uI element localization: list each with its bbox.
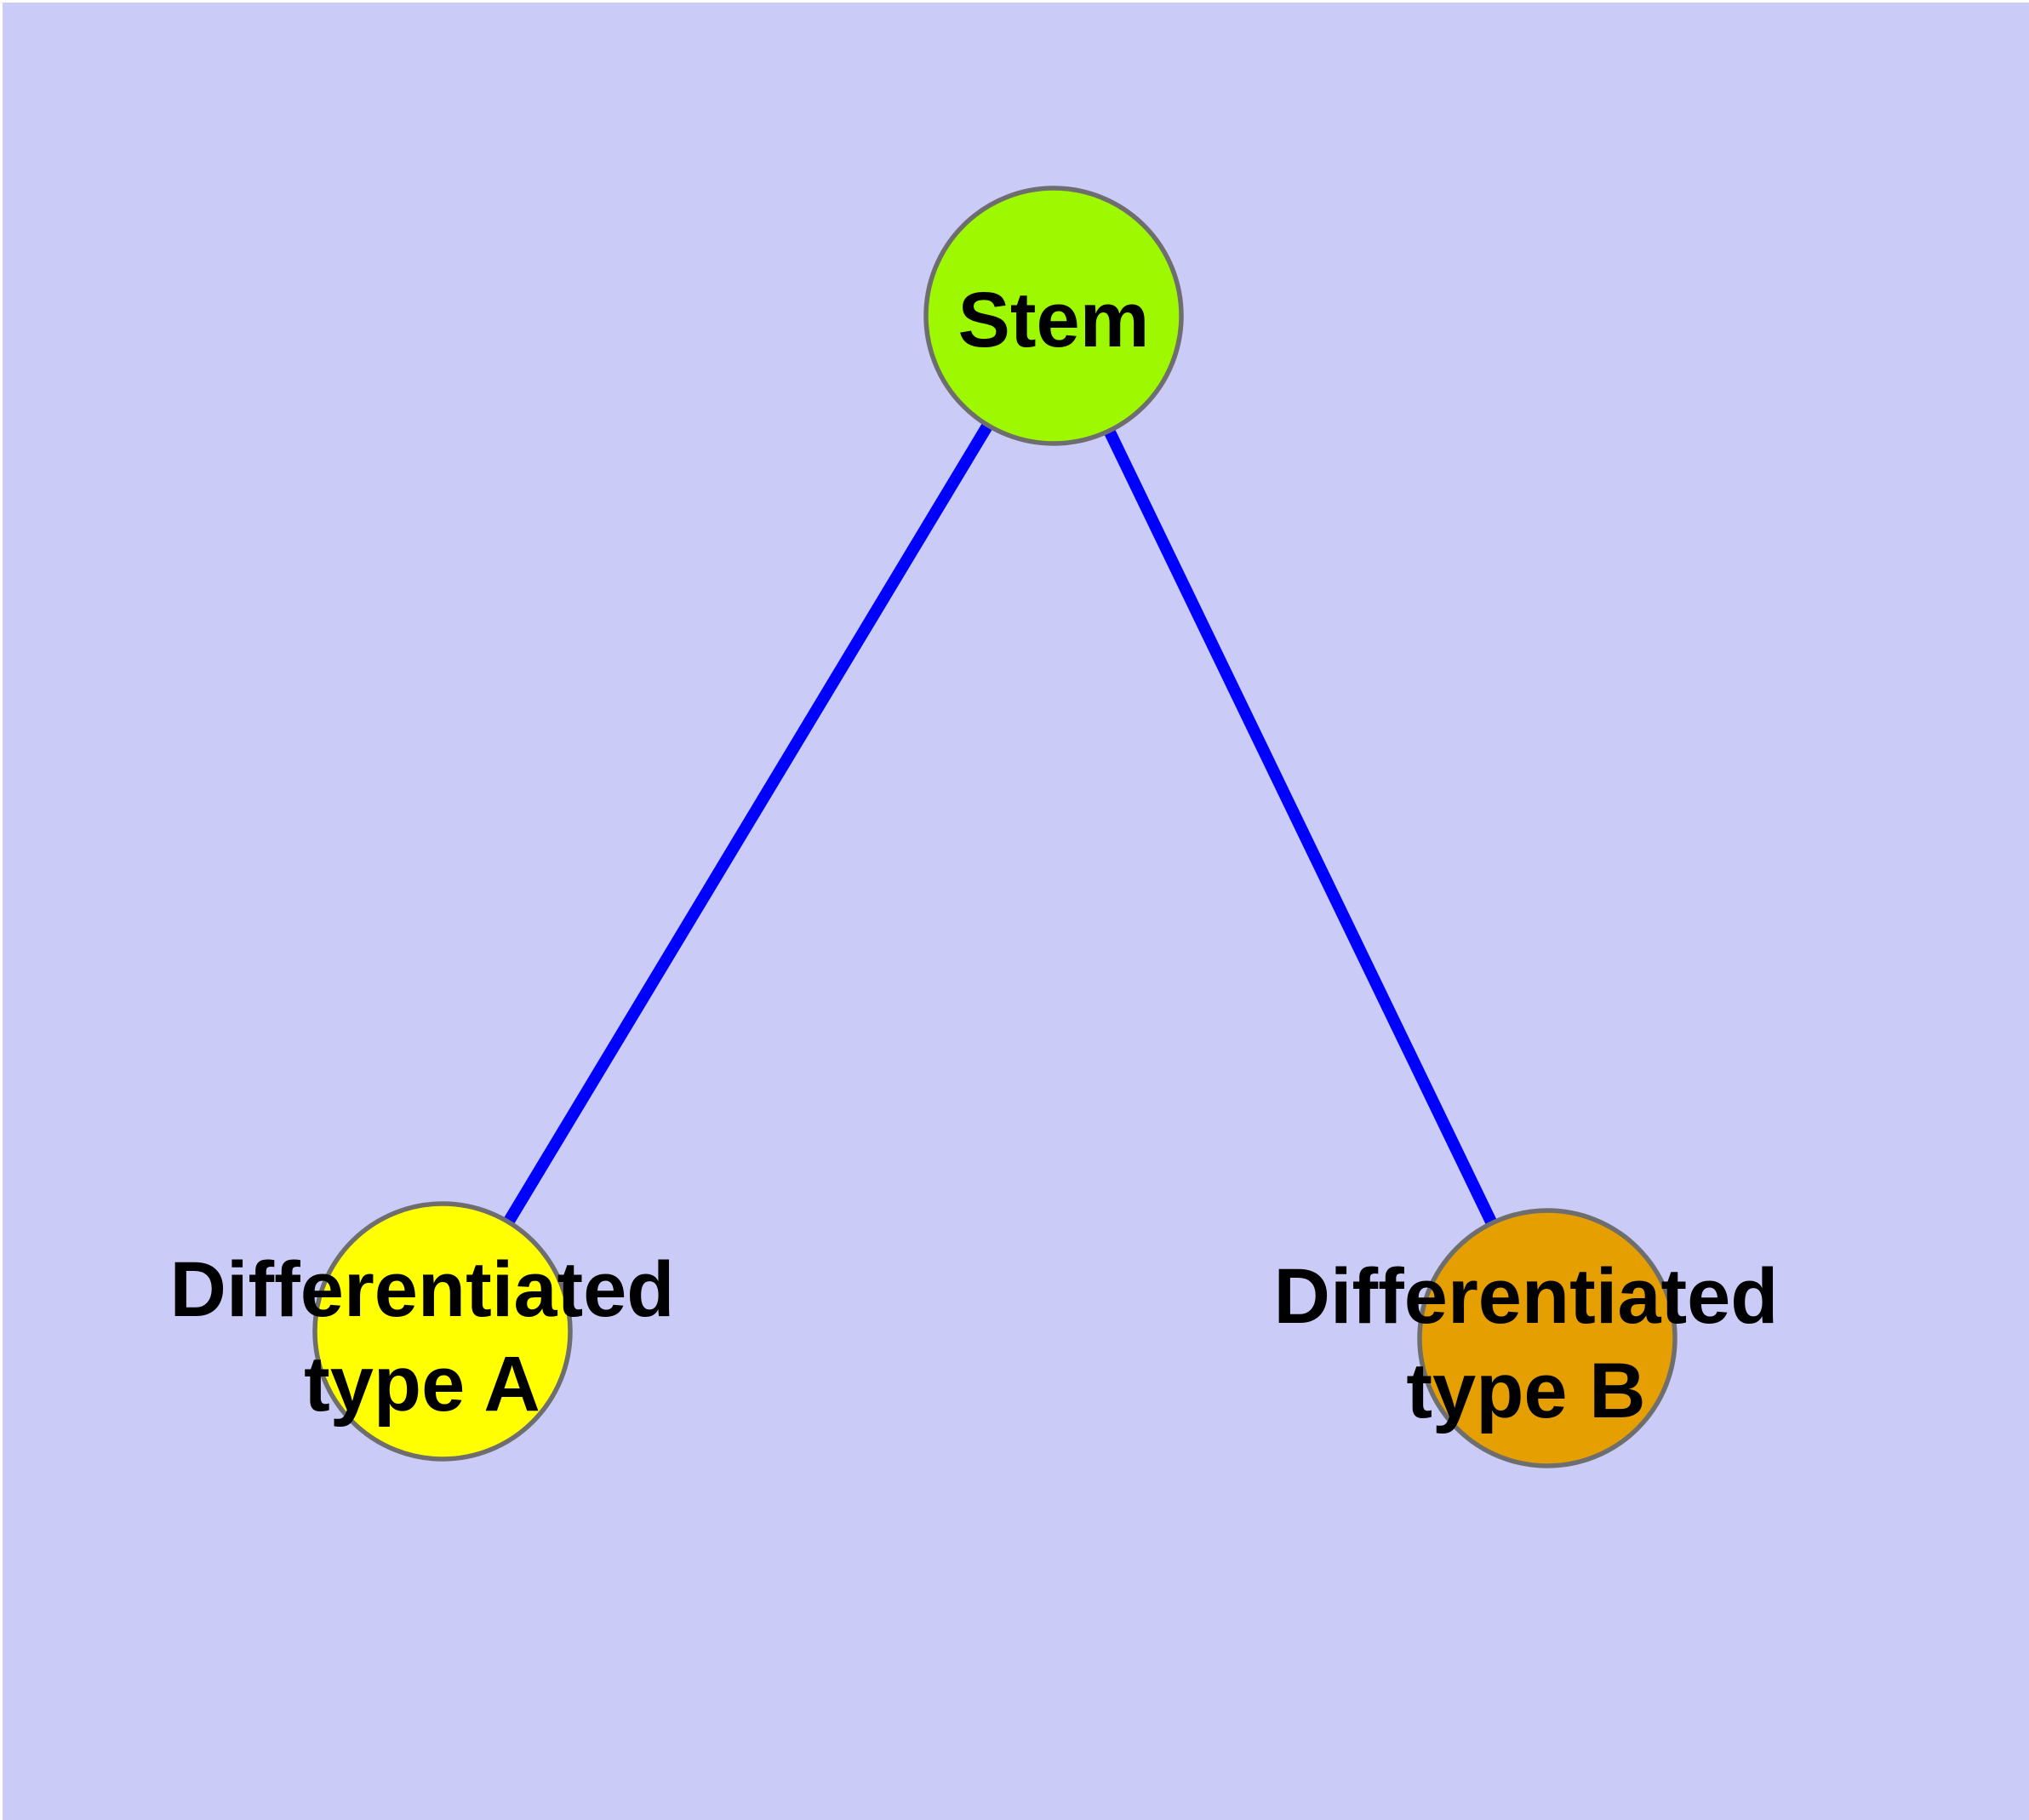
node-differentiated-type-a-label-line-2: type A <box>304 1341 540 1428</box>
node-stem-circle <box>923 186 1184 446</box>
node-differentiated-type-b-label-line-1: Differentiated <box>1274 1253 1779 1340</box>
edge-stem-to-differentiated-type-a <box>437 312 1059 1335</box>
node-stem-label-line-1: Stem <box>958 277 1150 363</box>
node-differentiated-type-b-label-line-2: type B <box>1406 1348 1645 1434</box>
node-differentiated-type-b-circle <box>1417 1208 1677 1468</box>
node-differentiated-type-a-circle <box>312 1201 573 1462</box>
node-stem-label: Stem <box>958 277 1150 363</box>
edge-stem-to-differentiated-type-b <box>1048 312 1553 1342</box>
node-differentiated-type-a-label-line-1: Differentiated <box>170 1246 675 1333</box>
